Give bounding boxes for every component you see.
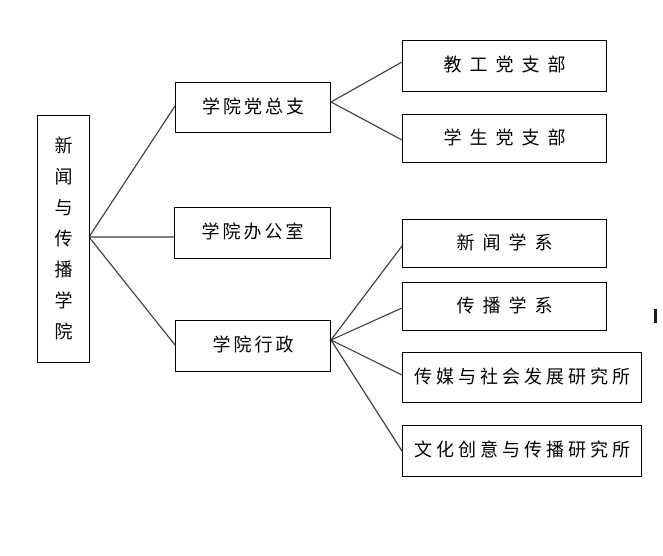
org-node-label: 新闻学系 — [456, 232, 561, 254]
connector-party-student-branch — [330, 101, 403, 141]
connector-admin-culture-institute — [330, 339, 403, 452]
org-node-label: 教工党支部 — [443, 55, 574, 76]
org-node-label: 学院行政 — [212, 335, 297, 356]
org-node-college-office: 学院办公室 — [174, 207, 331, 259]
org-node-party-general-branch: 学院党总支 — [175, 82, 331, 133]
org-node-communication-dept: 传播学系 — [402, 282, 607, 331]
org-node-label: 学院办公室 — [201, 222, 307, 243]
org-node-journalism-dept: 新闻学系 — [402, 219, 607, 268]
org-node-culture-creativity-institute: 文化创意与传播研究所 — [402, 425, 642, 477]
org-node-media-society-institute: 传媒与社会发展研究所 — [402, 352, 642, 403]
cursor-mark — [654, 309, 657, 323]
connector-party-faculty-branch — [330, 61, 403, 103]
org-node-college-admin: 学院行政 — [175, 320, 331, 372]
org-node-student-party-branch: 学生党支部 — [402, 114, 607, 163]
org-node-label: 学生党支部 — [443, 127, 574, 149]
connector-admin-media-institute — [330, 339, 403, 376]
connector-root-party — [88, 105, 176, 238]
org-node-label: 传播学系 — [456, 295, 561, 317]
org-node-label: 学院党总支 — [202, 96, 307, 118]
connector-admin-communication-dept — [330, 307, 403, 341]
org-node-root-label: 新闻与传播学院 — [54, 135, 73, 343]
connector-admin-journalism-dept — [330, 245, 403, 341]
org-node-label: 传媒与社会发展研究所 — [414, 366, 634, 388]
org-node-label: 文化创意与传播研究所 — [414, 440, 634, 461]
connector-root-admin — [88, 236, 176, 346]
org-node-faculty-party-branch: 教工党支部 — [402, 40, 607, 92]
org-node-root: 新闻与传播学院 — [37, 115, 90, 363]
